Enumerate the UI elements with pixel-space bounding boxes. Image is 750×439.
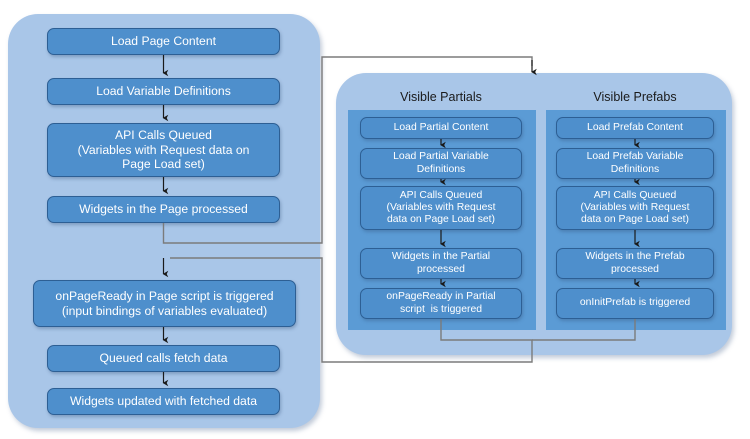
step-api-calls-queued[interactable]: API Calls Queued(Variables with Request … xyxy=(47,123,280,177)
step-load-page-content[interactable]: Load Page Content xyxy=(47,28,280,55)
visible-partials-title: Visible Partials xyxy=(400,90,482,104)
step-onpageready-page-script[interactable]: onPageReady in Page script is triggered(… xyxy=(33,280,296,327)
step-load-prefab-content[interactable]: Load Prefab Content xyxy=(556,117,714,139)
visible-prefabs-title: Visible Prefabs xyxy=(593,90,677,104)
step-widgets-in-page-processed[interactable]: Widgets in the Page processed xyxy=(47,196,280,223)
step-oninitprefab-triggered[interactable]: onInitPrefab is triggered xyxy=(556,288,714,319)
step-queued-calls-fetch-data[interactable]: Queued calls fetch data xyxy=(47,345,280,372)
step-widgets-updated-with-fetched-data[interactable]: Widgets updated with fetched data xyxy=(47,388,280,415)
step-load-variable-definitions[interactable]: Load Variable Definitions xyxy=(47,78,280,105)
step-load-partial-content[interactable]: Load Partial Content xyxy=(360,117,522,139)
